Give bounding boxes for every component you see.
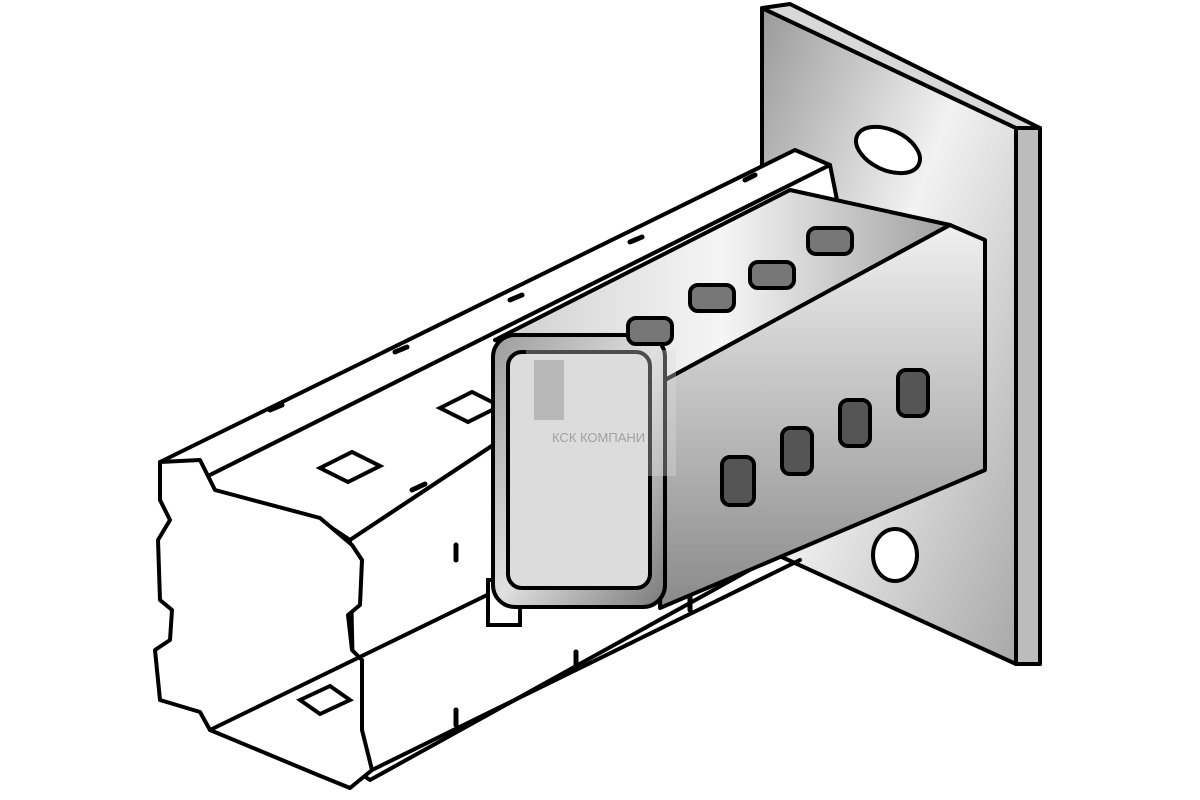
connector-side-holes [720,368,930,507]
rail-slots [267,172,758,728]
connector-top-holes [626,226,854,346]
connector-sleeve [491,188,987,610]
connector-opening [506,350,652,590]
anchor-slot-top [854,124,922,176]
svg-text:КСК КОМПАНИ: КСК КОМПАНИ [552,430,645,445]
rail-square-hole [315,449,385,485]
base-plate-side [1014,126,1042,666]
watermark-logo: КСК КОМПАНИ [526,350,676,476]
anchor-slot-bottom [871,527,919,583]
rail-square-hole [296,683,354,717]
